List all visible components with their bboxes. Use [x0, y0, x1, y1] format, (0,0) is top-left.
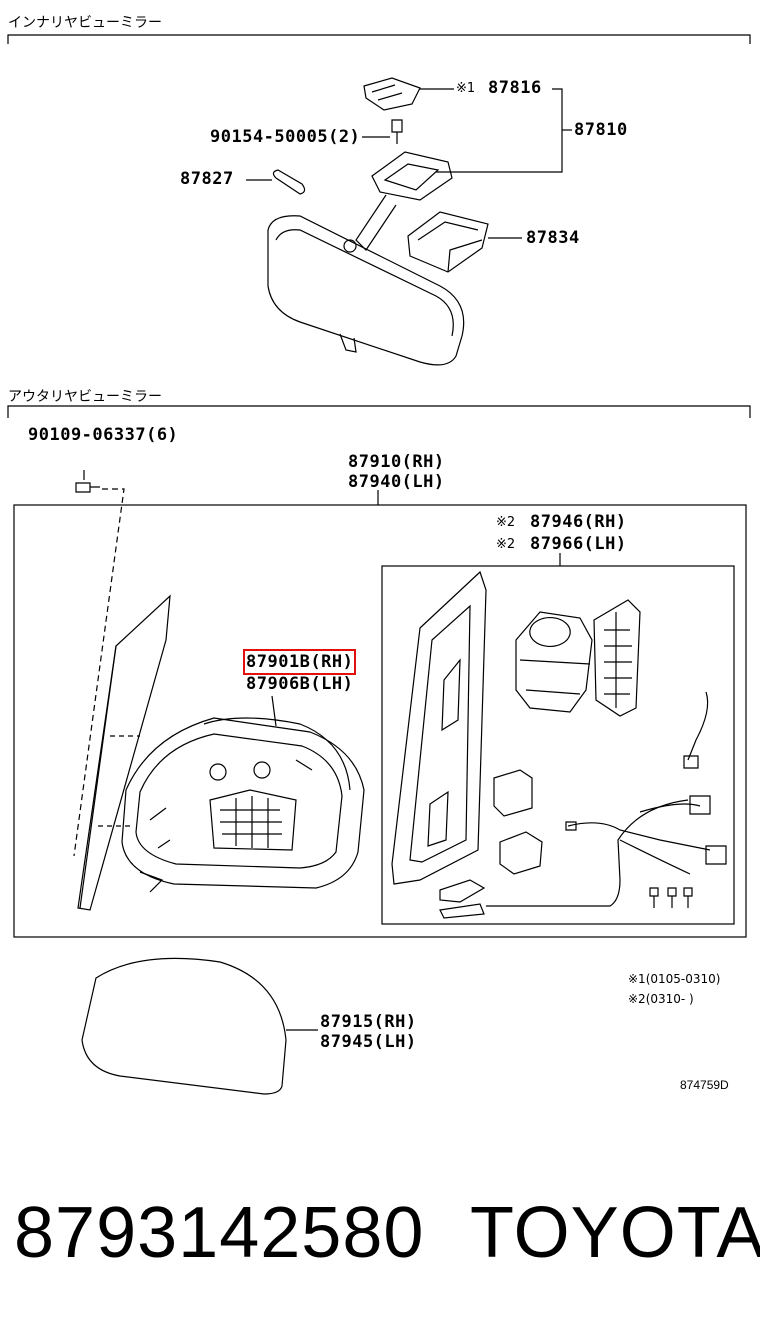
motor-bracket: [391, 570, 487, 919]
part-number: 8793142580: [14, 1193, 425, 1273]
screw-90109: [73, 470, 125, 857]
outer-section-bracket: [7, 405, 751, 418]
note-1: ※1(0105-0310): [628, 972, 721, 986]
note-2: ※2(0310- ): [628, 992, 694, 1006]
part-87906b-label[interactable]: 87906B(LH): [246, 674, 354, 694]
diagram-code: 874759D: [680, 1078, 729, 1092]
connectors: [493, 691, 709, 875]
motor-box: [381, 565, 735, 925]
part-87945-label[interactable]: 87945(LH): [320, 1032, 417, 1052]
assembly-box: [13, 504, 747, 938]
small-screws: [649, 887, 693, 908]
interior-leader-lines: [246, 88, 572, 239]
part-87827-label[interactable]: 87827: [180, 169, 234, 189]
mark-2-b: ※2: [496, 537, 516, 552]
mark-1: ※1: [456, 81, 476, 96]
outer-mirror-title: アウタリヤビューミラー: [8, 389, 162, 405]
part-87966-label[interactable]: 87966(LH): [530, 534, 627, 554]
mirror-motor: [515, 599, 641, 717]
mark-2-a: ※2: [496, 515, 516, 530]
brand-name: TOYOTA: [470, 1193, 760, 1273]
mirror-glass: [77, 594, 171, 911]
part-87910-label[interactable]: 87910(RH): [348, 452, 445, 472]
interior-mirror-title: インナリヤビューミラー: [8, 15, 162, 31]
part-87915-label[interactable]: 87915(RH): [320, 1012, 417, 1032]
part-87940-label[interactable]: 87940(LH): [348, 472, 445, 492]
mirror-housing: [121, 695, 365, 893]
part-87901b-label-highlighted[interactable]: 87901B(RH): [242, 649, 357, 675]
part-87810-label[interactable]: 87810: [574, 120, 628, 140]
part-90154-label[interactable]: 90154-50005(2): [210, 127, 361, 147]
interior-section-bracket: [7, 34, 751, 44]
wire-harness: [486, 795, 727, 907]
part-87946-label[interactable]: 87946(RH): [530, 512, 627, 532]
interior-mirror-drawing: [267, 77, 489, 366]
mirror-cover: [81, 957, 318, 1095]
part-90109-label[interactable]: 90109-06337(6): [28, 425, 179, 445]
part-87816-label[interactable]: 87816: [488, 78, 542, 98]
part-87834-label[interactable]: 87834: [526, 228, 580, 248]
